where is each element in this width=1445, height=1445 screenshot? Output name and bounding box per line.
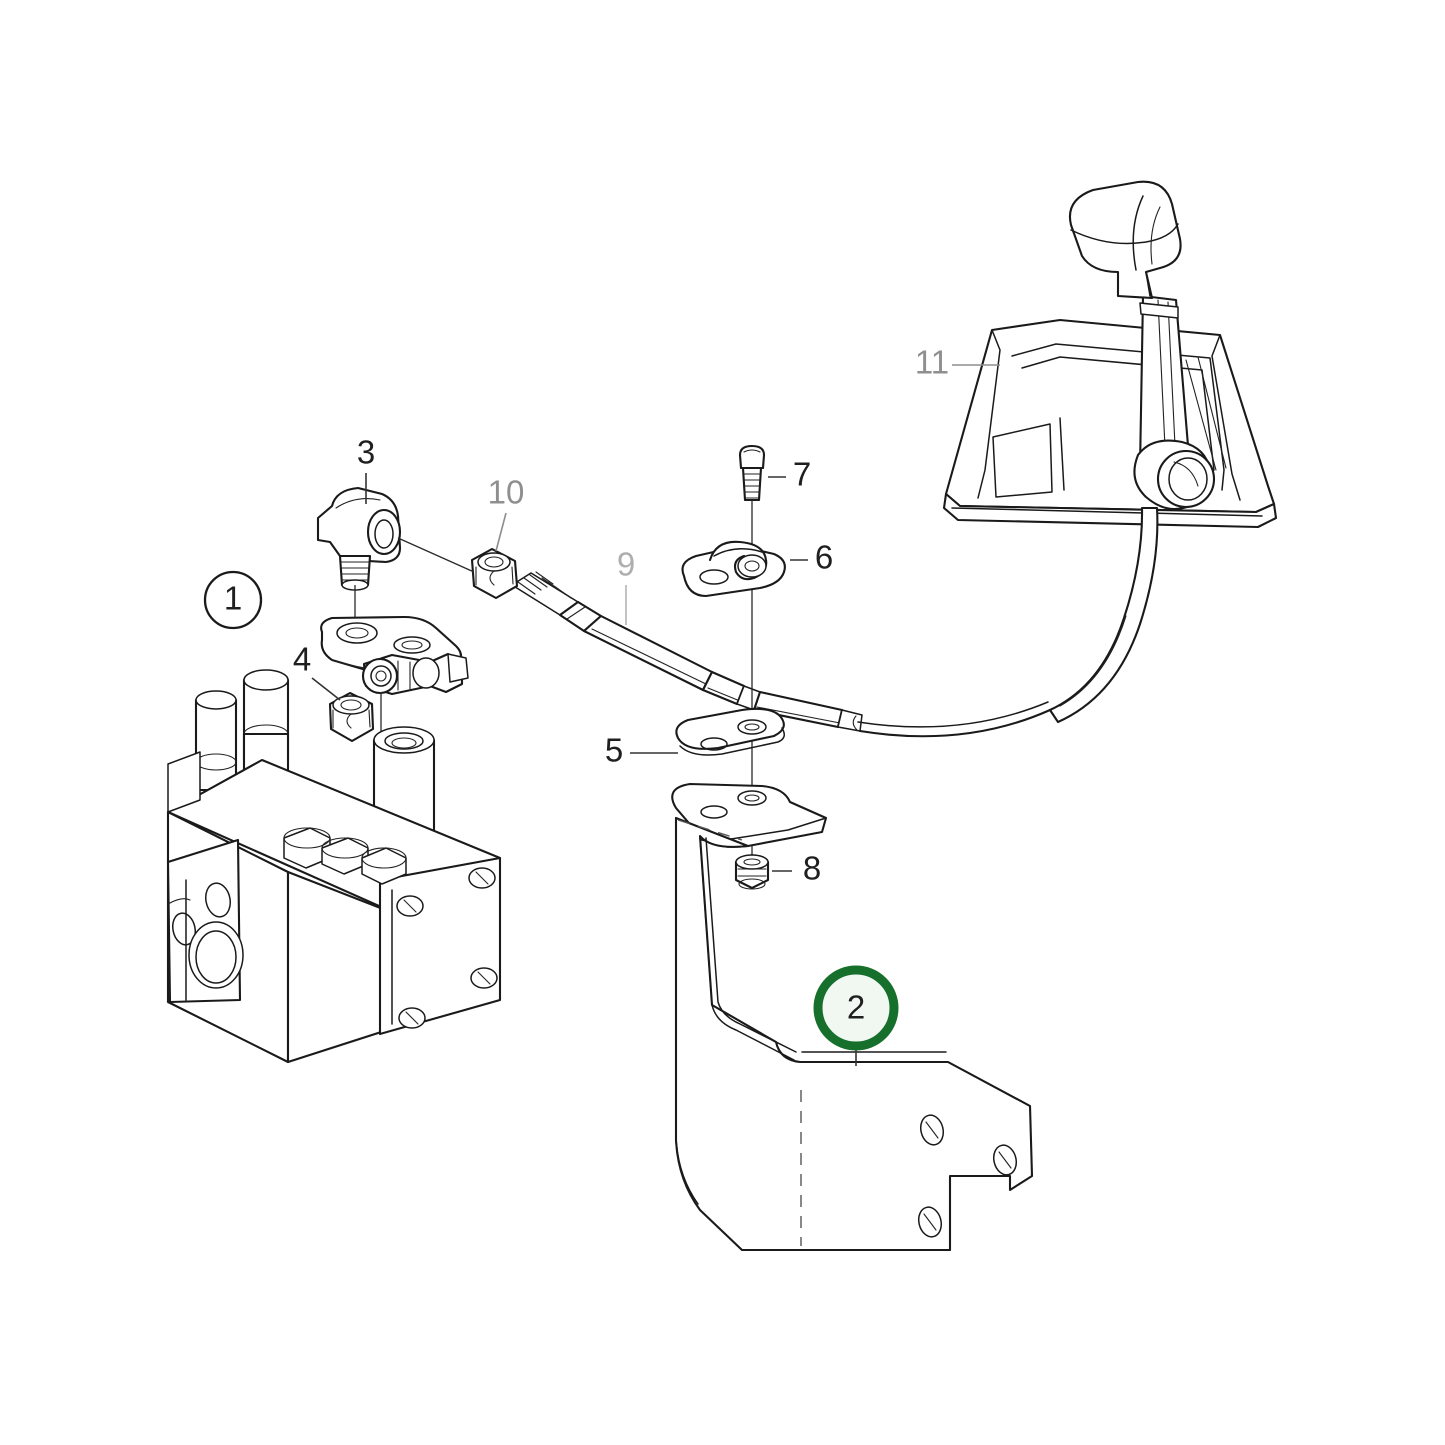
item-label-11: 11: [915, 344, 949, 381]
bracket-mounting-holes: [917, 1114, 1018, 1238]
part-linkage-arm: [320, 615, 469, 760]
callout-label-1: 1: [224, 580, 242, 617]
part-mounting-bracket: 2: [671, 782, 1034, 1252]
callout-circle-2[interactable]: [813, 965, 899, 1051]
part-control-cable: 9: [511, 506, 1159, 738]
item-label-6: 6: [815, 539, 833, 576]
valve-top-fittings: [167, 751, 407, 885]
item-label-4: 4: [293, 641, 311, 678]
part-cable-adjuster-nut: 10: [470, 474, 525, 600]
callout-label-2: 2: [847, 989, 865, 1026]
item-label-5: 5: [605, 732, 623, 769]
part-cable-anchor-plate: 5: [605, 707, 785, 769]
part-flange-lock-nut: 8: [734, 850, 821, 890]
part-pan-head-screw: 7: [738, 444, 811, 860]
item-label-10: 10: [488, 474, 525, 511]
part-control-valve-block: 1: [166, 570, 502, 1064]
part-control-lever-head: 11: [915, 180, 1278, 529]
callout-circle-1[interactable]: [203, 570, 263, 630]
valve-cover-bolts: [396, 867, 498, 1029]
part-ball-joint-rod-end: 3: [316, 434, 475, 648]
bracket-fold-dash-2: [677, 819, 743, 841]
part-hex-lock-nut: 4: [293, 641, 375, 743]
item-label-8: 8: [803, 850, 821, 887]
cable-connect-line: [397, 537, 475, 573]
leader-line-10: [495, 512, 507, 552]
item-label-9: 9: [617, 546, 635, 583]
item-label-3: 3: [357, 434, 375, 471]
part-cable-clamp: 6: [681, 539, 833, 598]
item-label-7: 7: [793, 456, 811, 493]
leader-line-4: [311, 677, 341, 701]
